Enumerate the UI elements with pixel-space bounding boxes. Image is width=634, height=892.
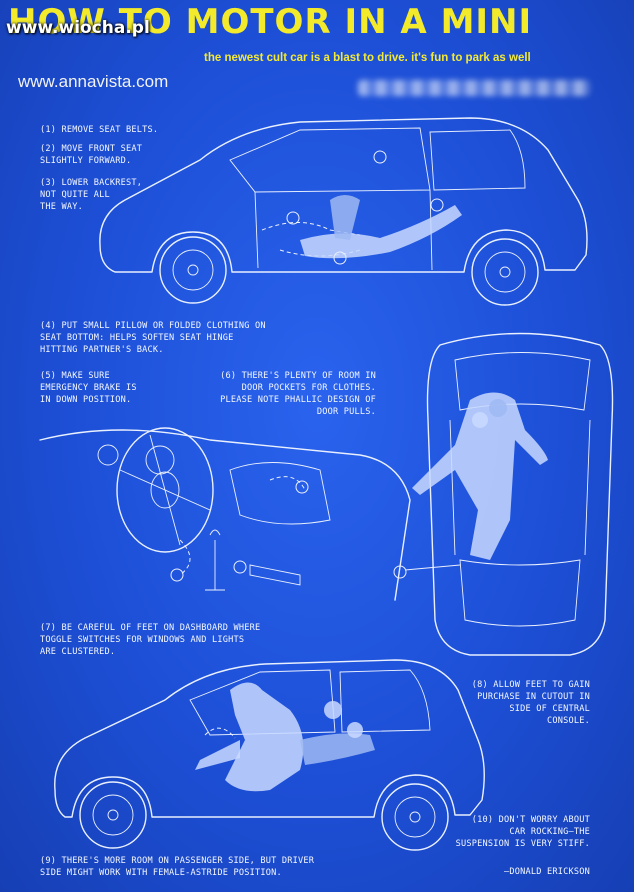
step-7: (7) BE CAREFUL OF FEET ON DASHBOARD WHER…: [40, 623, 261, 657]
blurred-text: [358, 80, 590, 96]
car-side-view-bottom: [54, 659, 485, 851]
car-side-view-top: [99, 117, 588, 306]
step-8: (8) ALLOW FEET TO GAIN PURCHASE IN CUTOU…: [471, 680, 590, 726]
step-10: (10) DON'T WORRY ABOUT CAR ROCKING—THE S…: [455, 815, 590, 849]
step-4: (4) PUT SMALL PILLOW OR FOLDED CLOTHING …: [40, 321, 266, 355]
website-link[interactable]: www.annavista.com: [18, 72, 169, 91]
step-1: (1) REMOVE SEAT BELTS.: [40, 125, 159, 135]
poster-title: HOW TO MOTOR IN A MINI: [8, 2, 533, 42]
step-6: (6) THERE'S PLENTY OF ROOM IN DOOR POCKE…: [220, 371, 376, 417]
step-3: (3) LOWER BACKREST, NOT QUITE ALL THE WA…: [40, 178, 143, 212]
subtitle: the newest cult car is a blast to drive.…: [204, 52, 531, 64]
step-9: (9) THERE'S MORE ROOM ON PASSENGER SIDE,…: [40, 856, 315, 878]
car-top-view: [393, 332, 614, 656]
step-2: (2) MOVE FRONT SEAT SLIGHTLY FORWARD.: [40, 144, 143, 166]
watermark: www.wiocha.pl: [6, 18, 150, 38]
credit: —DONALD ERICKSON: [504, 867, 590, 877]
interior-dashboard-view: [39, 427, 411, 601]
step-5: (5) MAKE SURE EMERGENCY BRAKE IS IN DOWN…: [40, 371, 137, 405]
